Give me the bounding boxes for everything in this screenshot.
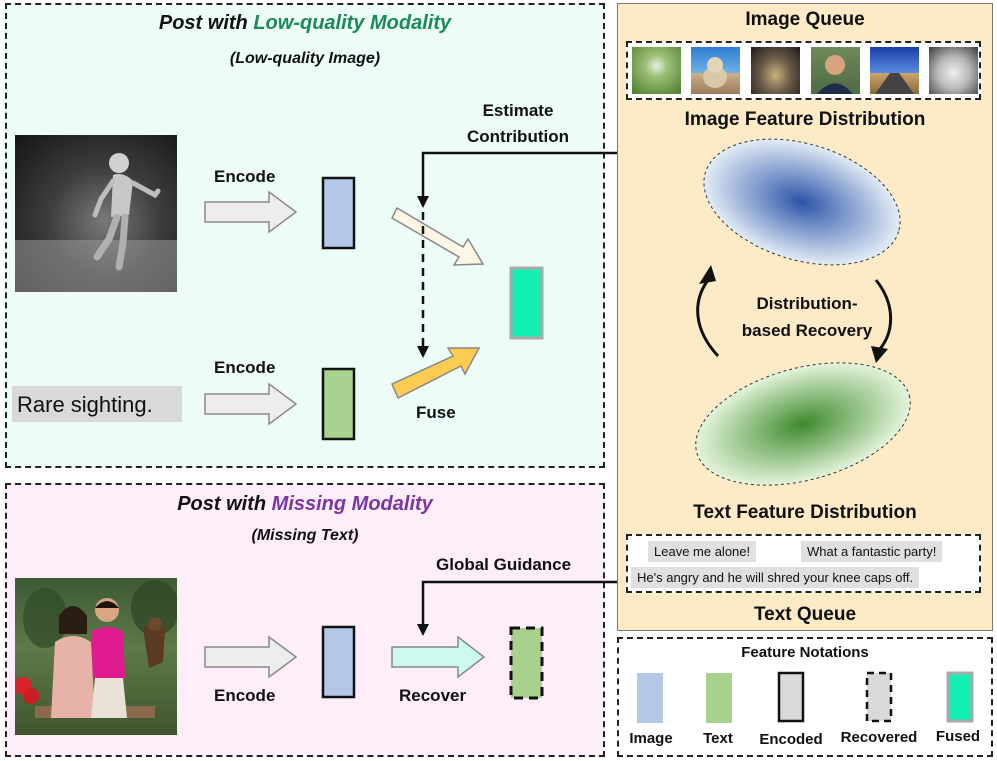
low-quality-title: Post with Low-quality Modality — [5, 12, 605, 35]
legend-label-encoded: Encoded — [759, 731, 823, 748]
couple-icon — [15, 580, 177, 718]
guidance-label: Global Guidance — [436, 555, 572, 574]
image-queue-box — [626, 41, 981, 100]
legend-label-text: Text — [703, 730, 733, 747]
text-sample: Rare sighting. — [17, 392, 153, 417]
dog-icon — [703, 57, 727, 88]
person-icon — [817, 55, 853, 94]
legend-panel — [617, 637, 993, 757]
queue-image-leopard — [929, 47, 978, 94]
recovery-label-line1: Distribution- — [756, 294, 858, 313]
low-quality-photo — [15, 135, 177, 292]
image-feature-title: Image Feature Distribution — [684, 109, 926, 130]
distribution-panel — [617, 3, 993, 631]
text-queue-title: Text Queue — [753, 604, 857, 625]
recovery-label: Distribution- based Recovery — [717, 290, 897, 344]
low-quality-subtitle: (Low-quality Image) — [229, 50, 381, 67]
text-queue-item: Leave me alone! — [648, 541, 757, 562]
missing-subtitle: (Missing Text) — [251, 527, 359, 544]
text-queue-item: What a fantastic party! — [801, 541, 943, 562]
legend-label-image: Image — [629, 730, 673, 747]
legend-title: Feature Notations — [741, 644, 869, 661]
queue-image-road — [870, 47, 919, 94]
missing-title-prefix: Post with — [177, 493, 272, 515]
fuse-label: Fuse — [416, 403, 456, 422]
legend-label-fused: Fused — [935, 728, 981, 745]
estimate-label-line2: Contribution — [467, 127, 569, 146]
missing-title: Post with Missing Modality — [5, 493, 605, 516]
low-quality-title-highlight: Low-quality Modality — [253, 12, 452, 34]
running-person-icon — [15, 153, 177, 292]
estimate-label: Estimate Contribution — [458, 98, 578, 150]
queue-image-dandelion — [632, 47, 681, 94]
queue-image-portrait — [811, 47, 860, 94]
encode-text-label: Encode — [214, 358, 276, 377]
estimate-label-line1: Estimate — [482, 101, 554, 120]
legend-label-recovered: Recovered — [840, 729, 918, 746]
text-sample-box — [12, 386, 182, 422]
couple-photo — [15, 578, 177, 735]
queue-image-arena — [751, 47, 800, 94]
encode-missing-label: Encode — [214, 686, 276, 705]
queue-image-dog — [691, 47, 740, 94]
encode-image-label: Encode — [214, 167, 276, 186]
image-queue-title: Image Queue — [745, 9, 865, 30]
missing-title-highlight: Missing Modality — [271, 493, 433, 515]
road-icon — [875, 73, 914, 94]
text-feature-title: Text Feature Distribution — [693, 502, 917, 523]
recovery-label-line2: based Recovery — [741, 321, 873, 340]
recover-label: Recover — [399, 686, 467, 705]
low-quality-title-prefix: Post with — [158, 12, 254, 34]
text-queue-item: He's angry and he will shred your knee c… — [631, 567, 920, 588]
